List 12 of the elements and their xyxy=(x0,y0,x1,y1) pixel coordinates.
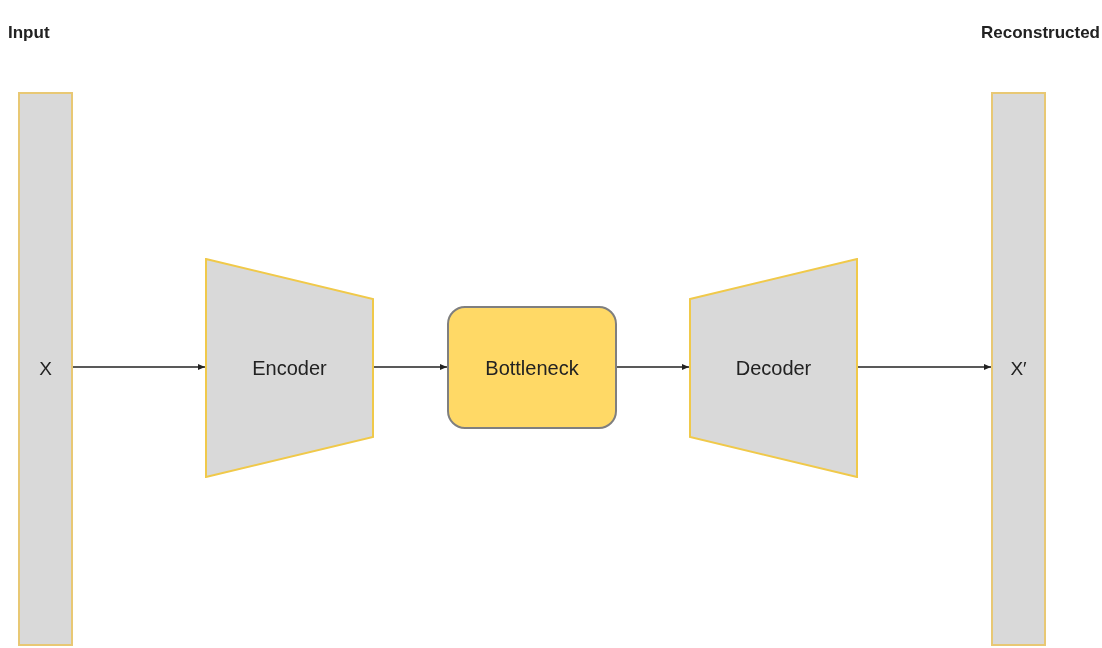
vector-label: X xyxy=(39,356,52,381)
heading: Reconstructed xyxy=(980,22,1100,44)
arrow xyxy=(857,364,992,370)
vector-label: X′ xyxy=(1010,356,1027,381)
arrow xyxy=(373,364,448,370)
arrow xyxy=(72,364,206,370)
heading: Input xyxy=(8,22,50,44)
arrow xyxy=(616,364,690,370)
node-label: Decoder xyxy=(735,356,812,381)
node-label: Encoder xyxy=(252,356,327,381)
bottleneck-box xyxy=(447,306,617,429)
node-label: Bottleneck xyxy=(485,355,579,381)
